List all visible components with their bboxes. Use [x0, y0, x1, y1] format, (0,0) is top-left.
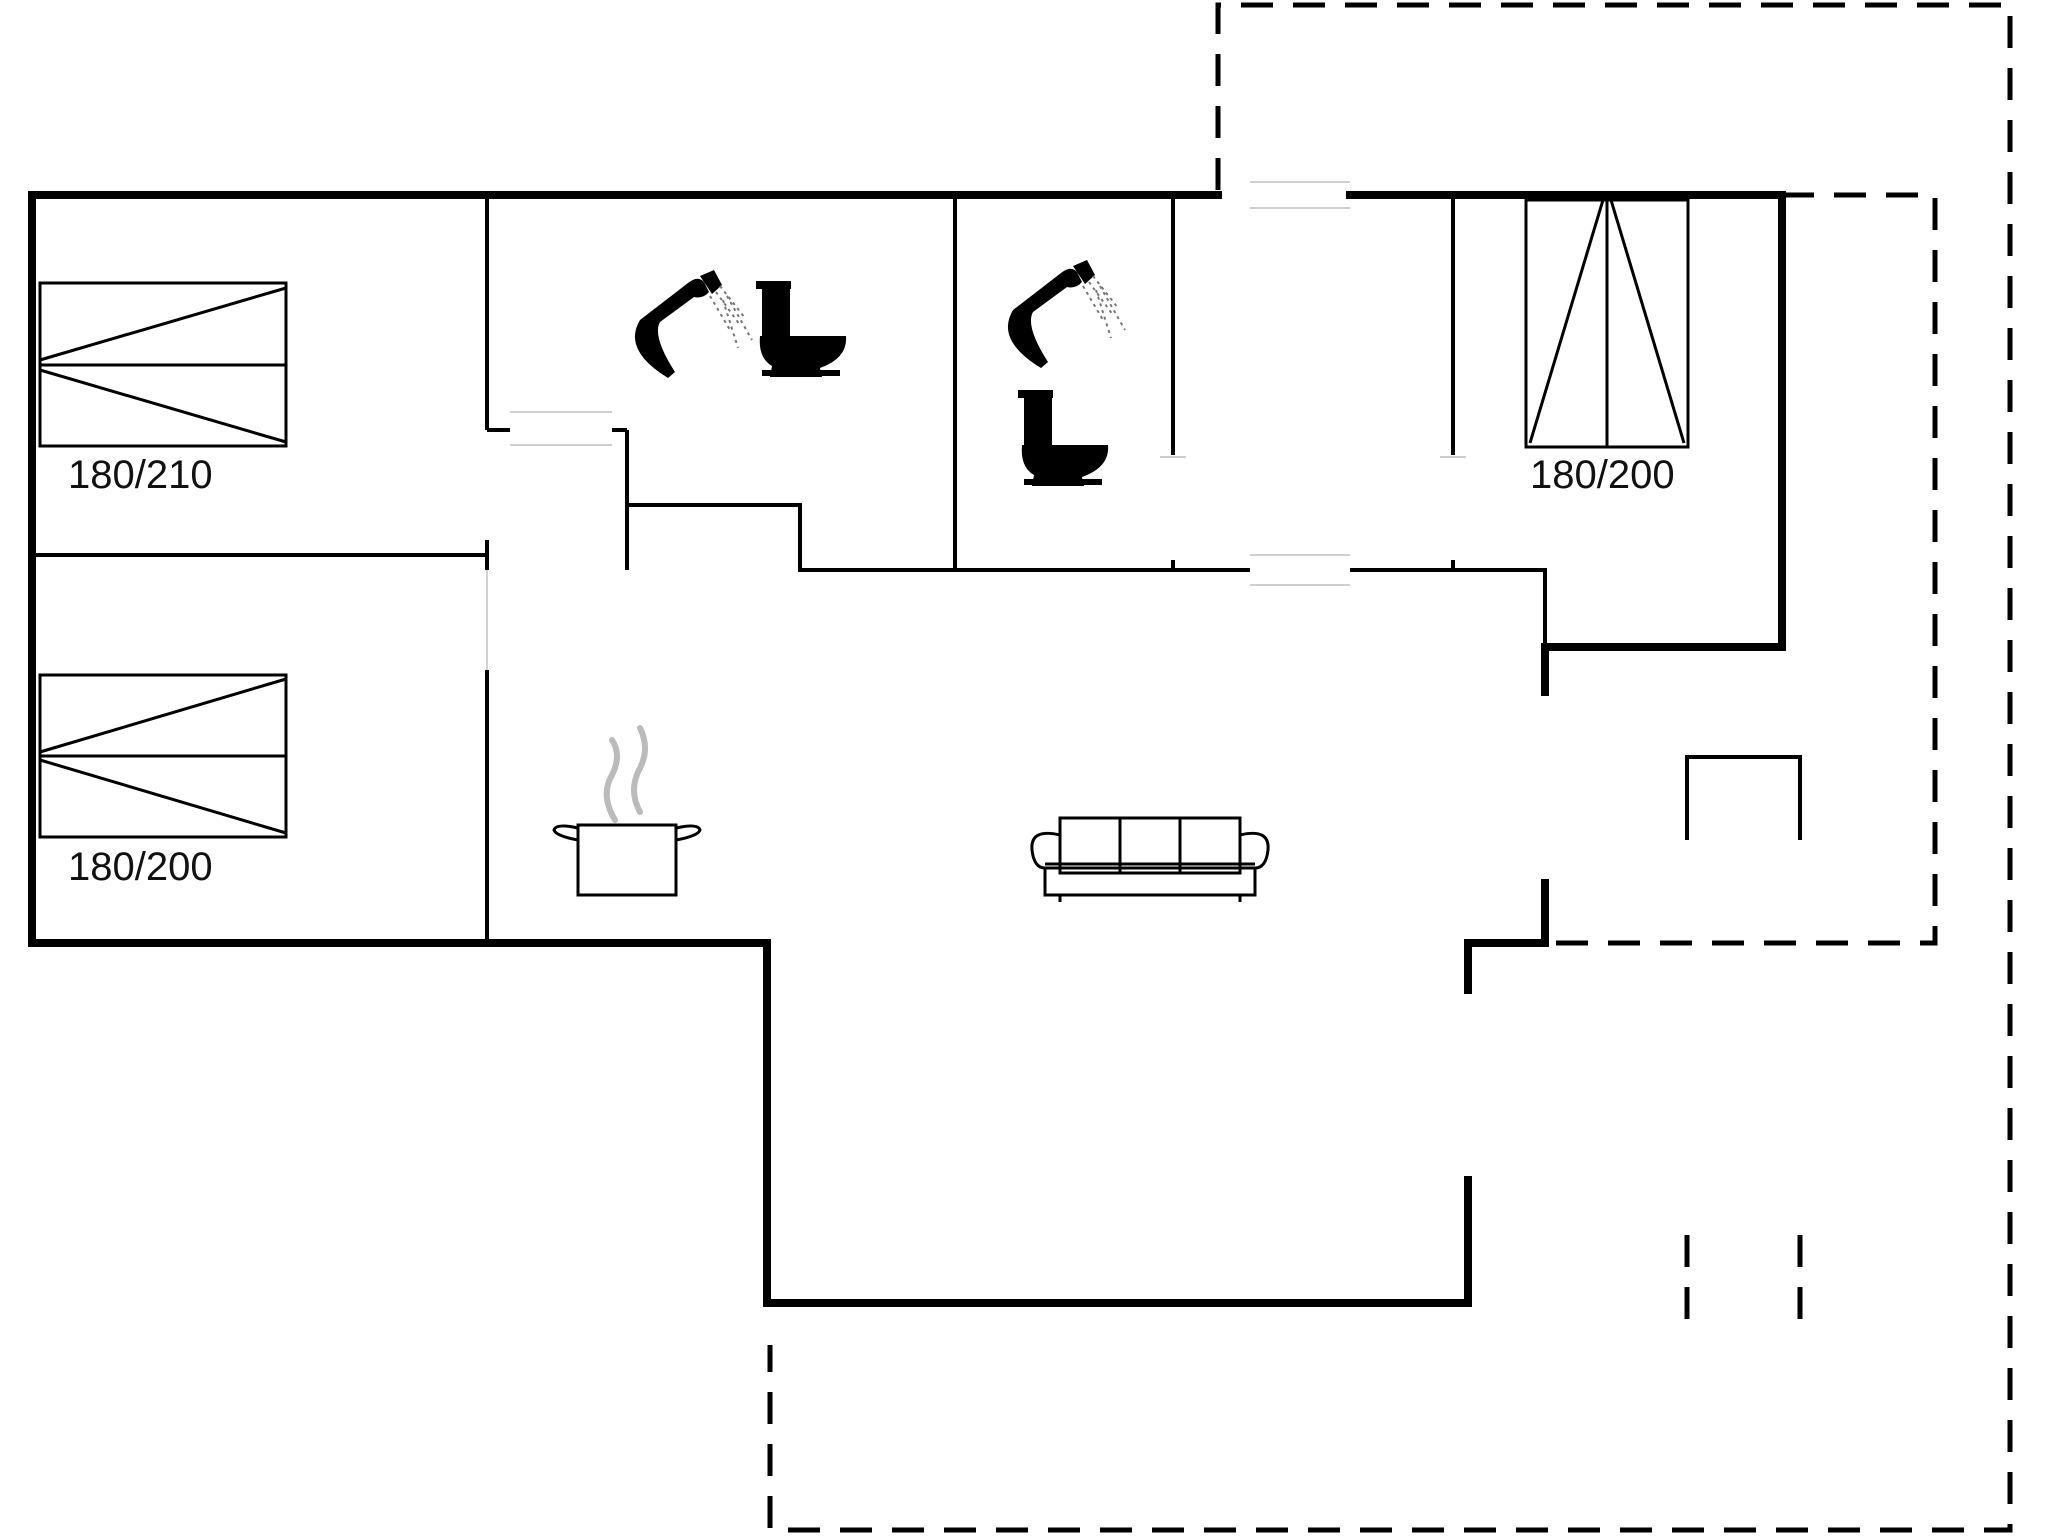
shower-icon [1007, 260, 1126, 368]
bed-left-bottom: 180/200 [38, 673, 288, 889]
shower-icon [634, 270, 753, 378]
bed-left-top: 180/210 [38, 281, 288, 497]
terrace-table [1685, 755, 1802, 840]
exterior-walls [28, 191, 1786, 1307]
interior-walls [32, 195, 1547, 943]
bed-size-label: 180/200 [68, 845, 213, 889]
terrace-outline [767, 2, 2013, 1533]
toilet-icon [1018, 390, 1109, 486]
bed-right: 180/200 [1524, 198, 1690, 497]
doors [486, 181, 1466, 670]
bed-size-label: 180/200 [1530, 453, 1675, 497]
cooking-pot-icon [552, 725, 702, 897]
sofa-icon [1030, 816, 1270, 902]
toilet-icon [756, 281, 847, 377]
bed-size-label: 180/210 [68, 453, 213, 497]
